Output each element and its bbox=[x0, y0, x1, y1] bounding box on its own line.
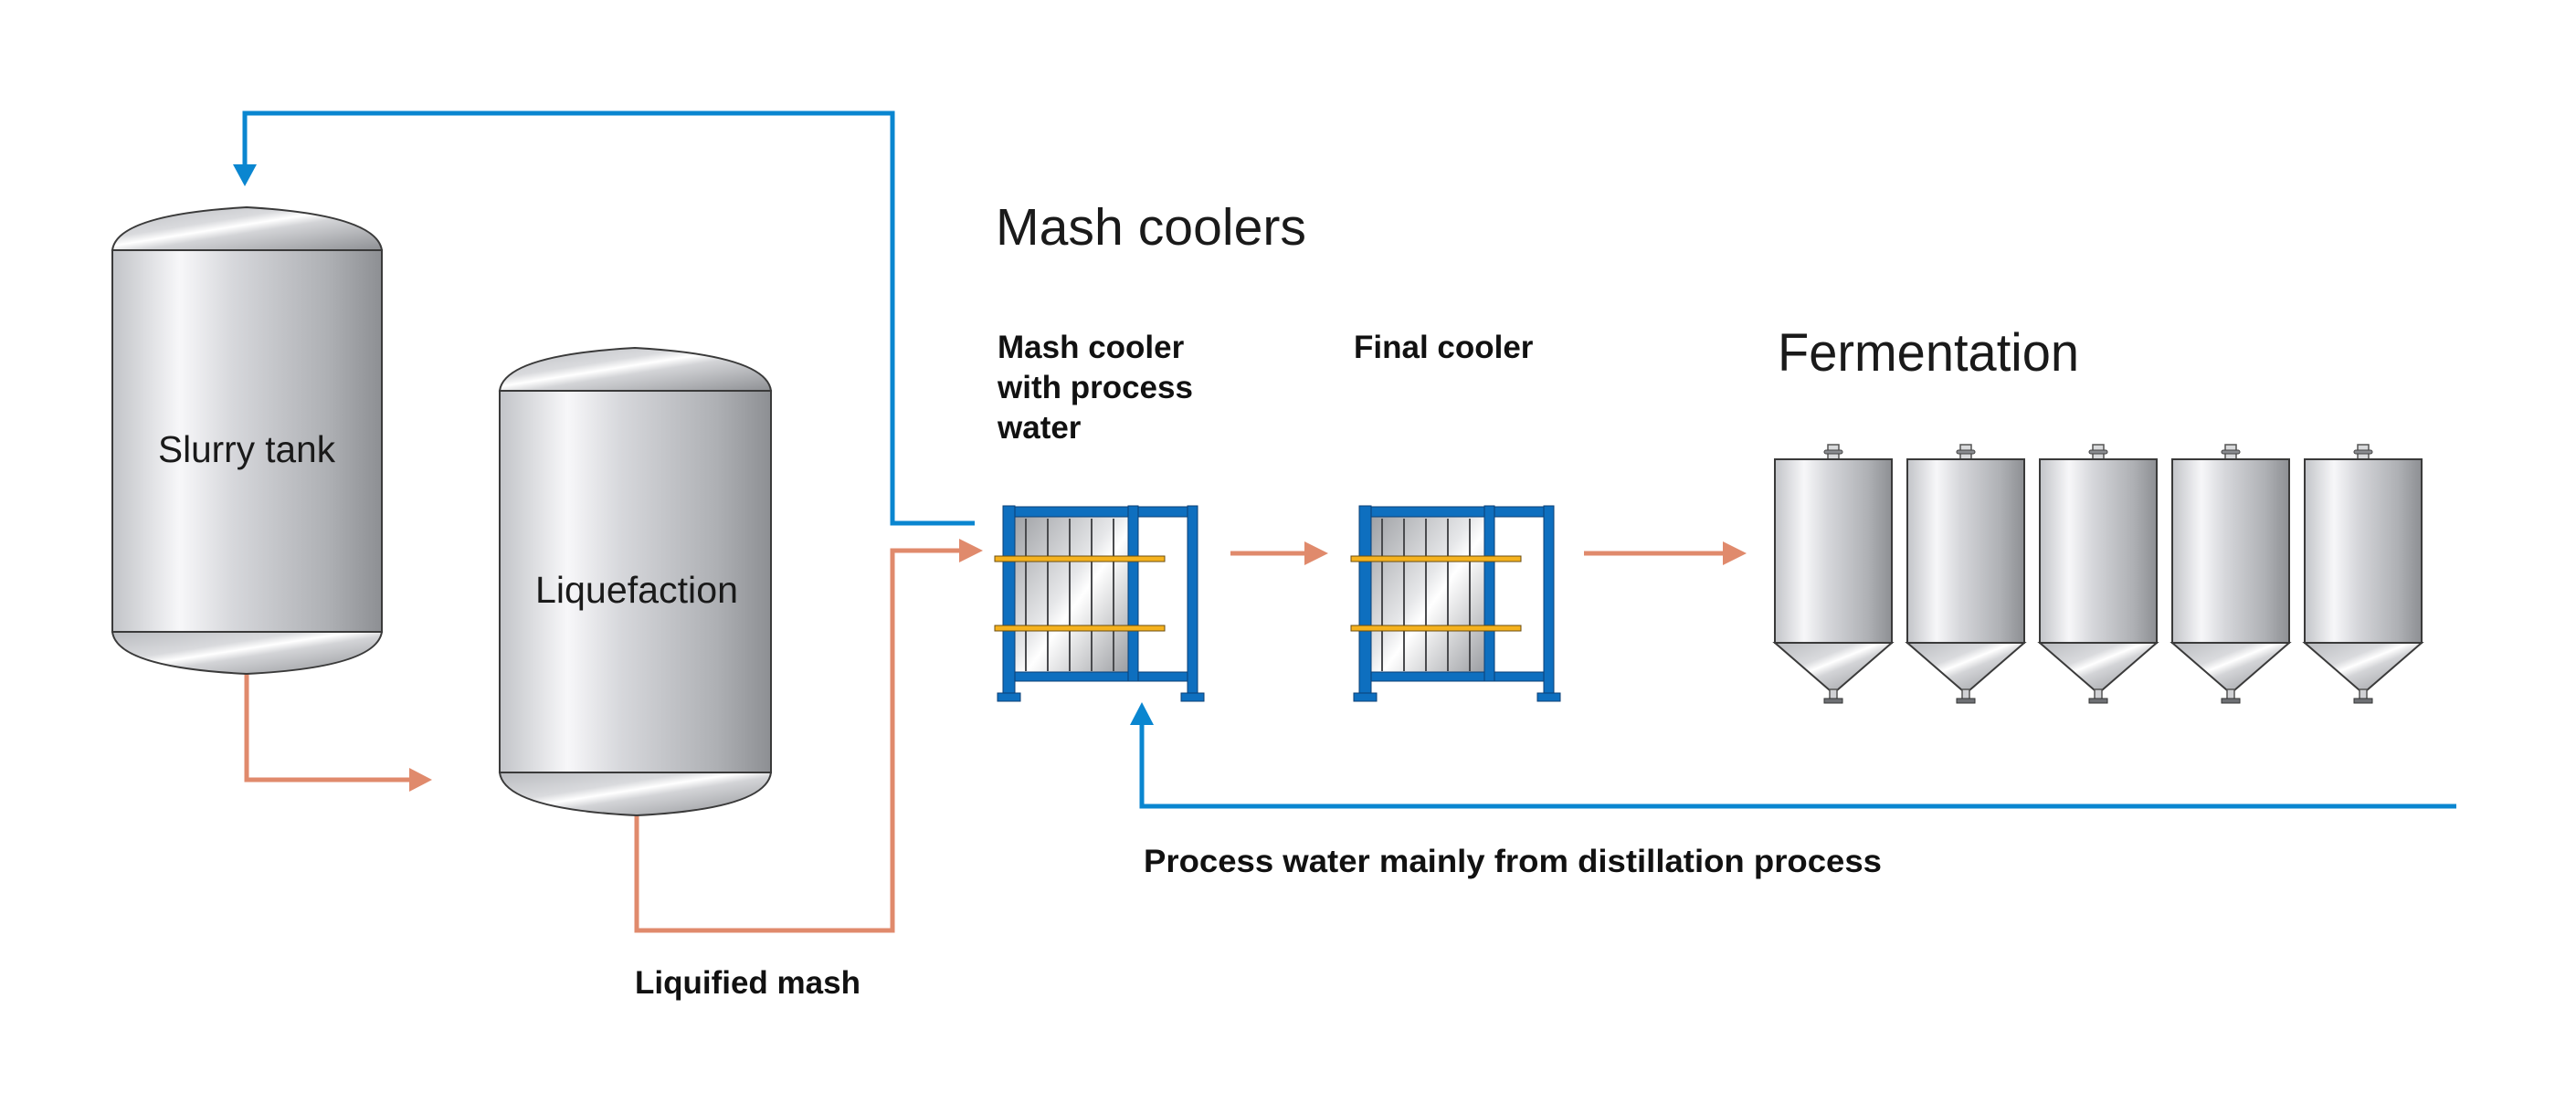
fermentation-tank bbox=[2037, 444, 2159, 704]
tank-cone bbox=[2170, 642, 2292, 691]
frame-pressure-plate bbox=[1483, 505, 1495, 682]
tank-cone bbox=[1772, 642, 1895, 691]
slurry-tank-top-dome bbox=[111, 205, 384, 251]
arrow-right-icon bbox=[959, 539, 983, 562]
tank-top-flange bbox=[1823, 449, 1843, 455]
process-water-return-to-slurry-pipe bbox=[242, 110, 975, 526]
arrow-down-icon bbox=[233, 164, 257, 186]
fermentation-tank bbox=[2170, 444, 2292, 704]
process-water-label: Process water mainly from distillation p… bbox=[1144, 844, 1882, 879]
liquefaction-body bbox=[499, 390, 772, 773]
frame-left-post bbox=[1358, 505, 1372, 695]
tank-top-flange bbox=[2353, 449, 2373, 455]
tank-top-flange bbox=[2088, 449, 2108, 455]
mash-cooler-heat-exchanger bbox=[994, 505, 1205, 702]
mash-cooler-label-line: with process bbox=[997, 370, 1193, 405]
tank-outlet-flange bbox=[1956, 698, 1976, 704]
final-cooler-label-line: Final cooler bbox=[1354, 330, 1534, 365]
liquefaction-bottom-dome bbox=[498, 772, 773, 817]
frame-left-post bbox=[1002, 505, 1016, 695]
frame-top-bar bbox=[1358, 506, 1555, 518]
arrow-right-icon bbox=[409, 768, 432, 792]
fermentation-tank bbox=[1772, 444, 1895, 704]
mash-cooler-label: Mash cooler with process water bbox=[997, 330, 1202, 446]
tank-outlet-flange bbox=[2088, 698, 2108, 704]
tie-bar bbox=[1350, 555, 1522, 562]
frame-bottom-bar bbox=[1358, 671, 1555, 682]
tank-outlet-flange bbox=[2221, 698, 2241, 704]
final-cooler-label: Final cooler bbox=[1354, 330, 1534, 365]
tank-outlet bbox=[1829, 688, 1838, 700]
plate-pack bbox=[1371, 517, 1484, 672]
tank-cone bbox=[1905, 642, 2027, 691]
frame-left-foot bbox=[1353, 692, 1378, 702]
frame-right-foot bbox=[1536, 692, 1561, 702]
slurry-tank: Slurry tank bbox=[111, 205, 384, 676]
tank-cylinder bbox=[1906, 458, 2025, 644]
tie-bar bbox=[1350, 625, 1522, 632]
liquefaction-tank: Liquefaction bbox=[498, 346, 773, 817]
mash-cooler-label-line: Mash cooler bbox=[998, 330, 1185, 365]
tie-bar bbox=[994, 555, 1166, 562]
arrow-up-icon bbox=[1130, 702, 1154, 725]
tank-cylinder bbox=[2171, 458, 2290, 644]
liquified-mash-pipe bbox=[634, 548, 961, 933]
final-cooler-heat-exchanger bbox=[1350, 505, 1561, 702]
liquefaction-top-dome bbox=[498, 346, 773, 392]
mash-cooler-label-line: water bbox=[997, 410, 1082, 446]
slurry-tank-bottom-dome bbox=[111, 631, 384, 676]
tank-outlet bbox=[1961, 688, 1970, 700]
slurry-tank-label: Slurry tank bbox=[158, 428, 335, 470]
liquefaction-label: Liquefaction bbox=[535, 569, 738, 611]
frame-top-bar bbox=[1002, 506, 1198, 518]
tank-cylinder bbox=[2304, 458, 2423, 644]
frame-pressure-plate bbox=[1127, 505, 1139, 682]
frame-right-post bbox=[1187, 505, 1198, 695]
fermentation-title: Fermentation bbox=[1778, 323, 2079, 383]
liquified-mash-label: Liquified mash bbox=[635, 965, 860, 1001]
process-water-supply-pipe bbox=[1139, 723, 2456, 809]
frame-right-foot bbox=[1180, 692, 1205, 702]
frame-left-foot bbox=[997, 692, 1021, 702]
tank-outlet bbox=[2359, 688, 2368, 700]
fermentation-tanks bbox=[1772, 444, 2424, 704]
mash-flow-pipes bbox=[244, 539, 1747, 933]
tank-outlet-flange bbox=[2353, 698, 2373, 704]
tank-outlet-flange bbox=[1823, 698, 1843, 704]
tank-outlet bbox=[2094, 688, 2103, 700]
arrow-right-icon bbox=[1723, 541, 1747, 565]
mash-coolers-title: Mash coolers bbox=[996, 198, 1306, 257]
slurry-to-liquefaction-pipe bbox=[244, 674, 411, 783]
tank-cone bbox=[2037, 642, 2159, 691]
tank-top-flange bbox=[1956, 449, 1976, 455]
plate-pack bbox=[1015, 517, 1128, 672]
tank-top-flange bbox=[2221, 449, 2241, 455]
tank-cone bbox=[2302, 642, 2424, 691]
fermentation-tank bbox=[1905, 444, 2027, 704]
frame-right-post bbox=[1543, 505, 1555, 695]
tank-cylinder bbox=[1774, 458, 1893, 644]
arrow-right-icon bbox=[1304, 541, 1328, 565]
tank-outlet bbox=[2226, 688, 2235, 700]
fermentation-tank bbox=[2302, 444, 2424, 704]
slurry-tank-body bbox=[111, 249, 383, 633]
tank-cylinder bbox=[2039, 458, 2158, 644]
process-water-pipes bbox=[233, 110, 2456, 809]
tie-bar bbox=[994, 625, 1166, 632]
frame-bottom-bar bbox=[1002, 671, 1198, 682]
